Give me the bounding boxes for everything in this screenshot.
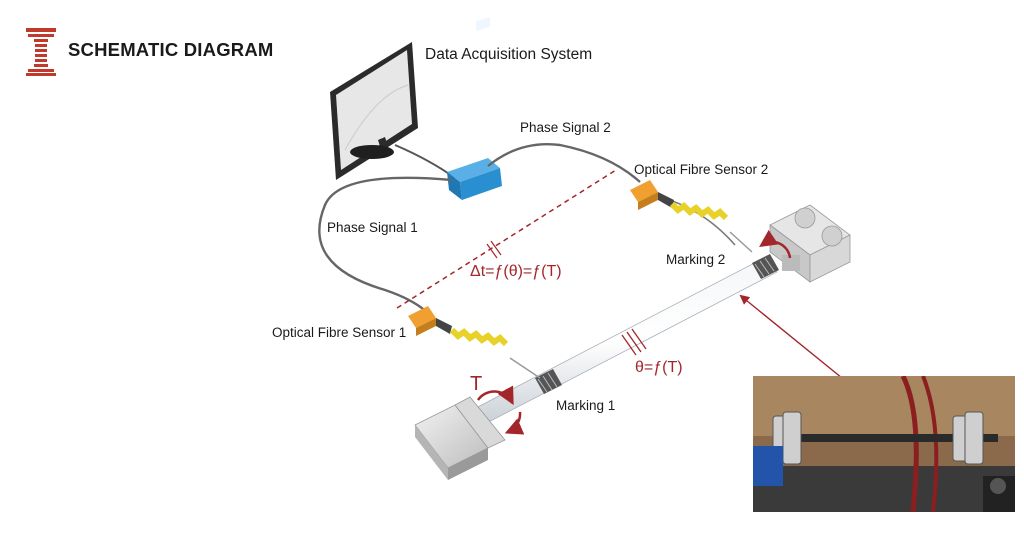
sensor-1-label: Optical Fibre Sensor 1 bbox=[272, 325, 407, 340]
spring-2-icon bbox=[669, 201, 753, 253]
daq-label: Data Acquisition System bbox=[425, 46, 593, 63]
optical-fibre-sensor-2-icon bbox=[630, 180, 674, 210]
optical-fibre-sensor-1-icon bbox=[408, 306, 452, 336]
monitor-icon bbox=[330, 42, 418, 180]
motor-icon bbox=[414, 396, 506, 480]
marking-1-label: Marking 1 bbox=[556, 398, 616, 413]
marking-1-band bbox=[535, 369, 562, 394]
sensor-2-label: Optical Fibre Sensor 2 bbox=[634, 162, 769, 177]
torque-label: T bbox=[470, 373, 483, 395]
delta-t-formula: Δt=ƒ(θ)=ƒ(T) bbox=[470, 263, 562, 280]
torque-arrow-2-icon bbox=[759, 229, 792, 259]
phase-signal-2-label: Phase Signal 2 bbox=[520, 120, 611, 135]
marking-2-label: Marking 2 bbox=[666, 252, 726, 267]
daq-box-icon bbox=[447, 16, 502, 200]
spring-1-icon bbox=[449, 327, 541, 379]
diagram-title: SCHEMATIC DIAGRAM bbox=[68, 39, 274, 60]
test-rig-photo bbox=[753, 376, 1015, 512]
striped-i-logo-icon bbox=[26, 28, 56, 76]
marking-2-band bbox=[752, 254, 779, 279]
theta-formula: θ=ƒ(T) bbox=[635, 359, 683, 376]
torque-arrow-1-icon bbox=[476, 385, 514, 406]
phase-signal-1-label: Phase Signal 1 bbox=[327, 220, 418, 235]
